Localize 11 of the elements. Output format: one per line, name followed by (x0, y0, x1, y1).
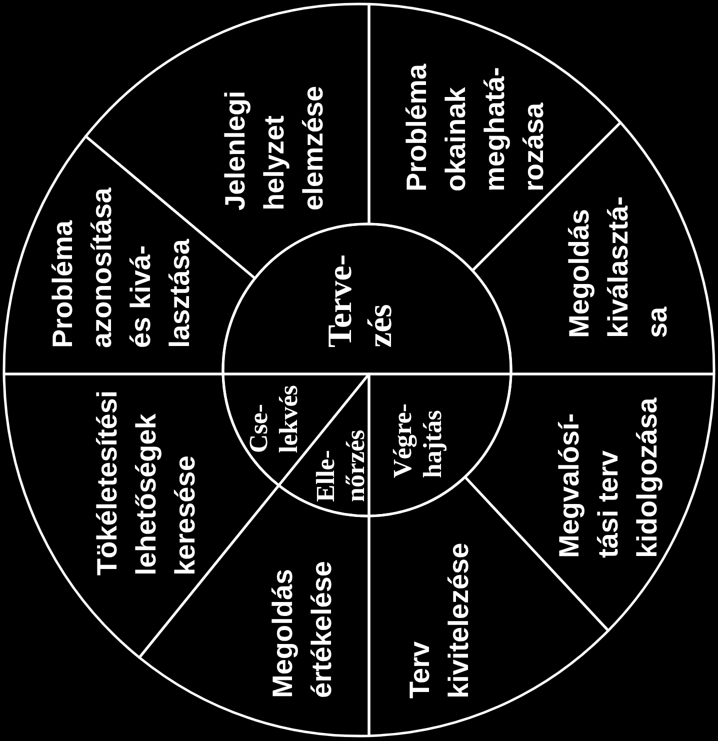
step-label: Probléma azonosítása és kivá- lasztása (46, 186, 196, 348)
step-label: Probléma okainak meghatá- rozása (400, 62, 550, 191)
step-label: Megvalósí- tási terv kidolgozása (552, 396, 664, 558)
step-label: Jelenlegi helyzet elemzése (218, 84, 330, 210)
step-label: Tökéletesítési lehetőségek keresése (90, 388, 202, 575)
phase-label: Cse- lekvés (244, 384, 304, 453)
step-label: Megoldás értékelése (266, 560, 338, 698)
step-label: Terv kivitelezése (403, 541, 475, 698)
phase-label: Elle- nőrzés (311, 428, 371, 502)
phase-label: Terve- zés (321, 252, 400, 347)
phase-label: Végre- hajtás (388, 402, 448, 478)
